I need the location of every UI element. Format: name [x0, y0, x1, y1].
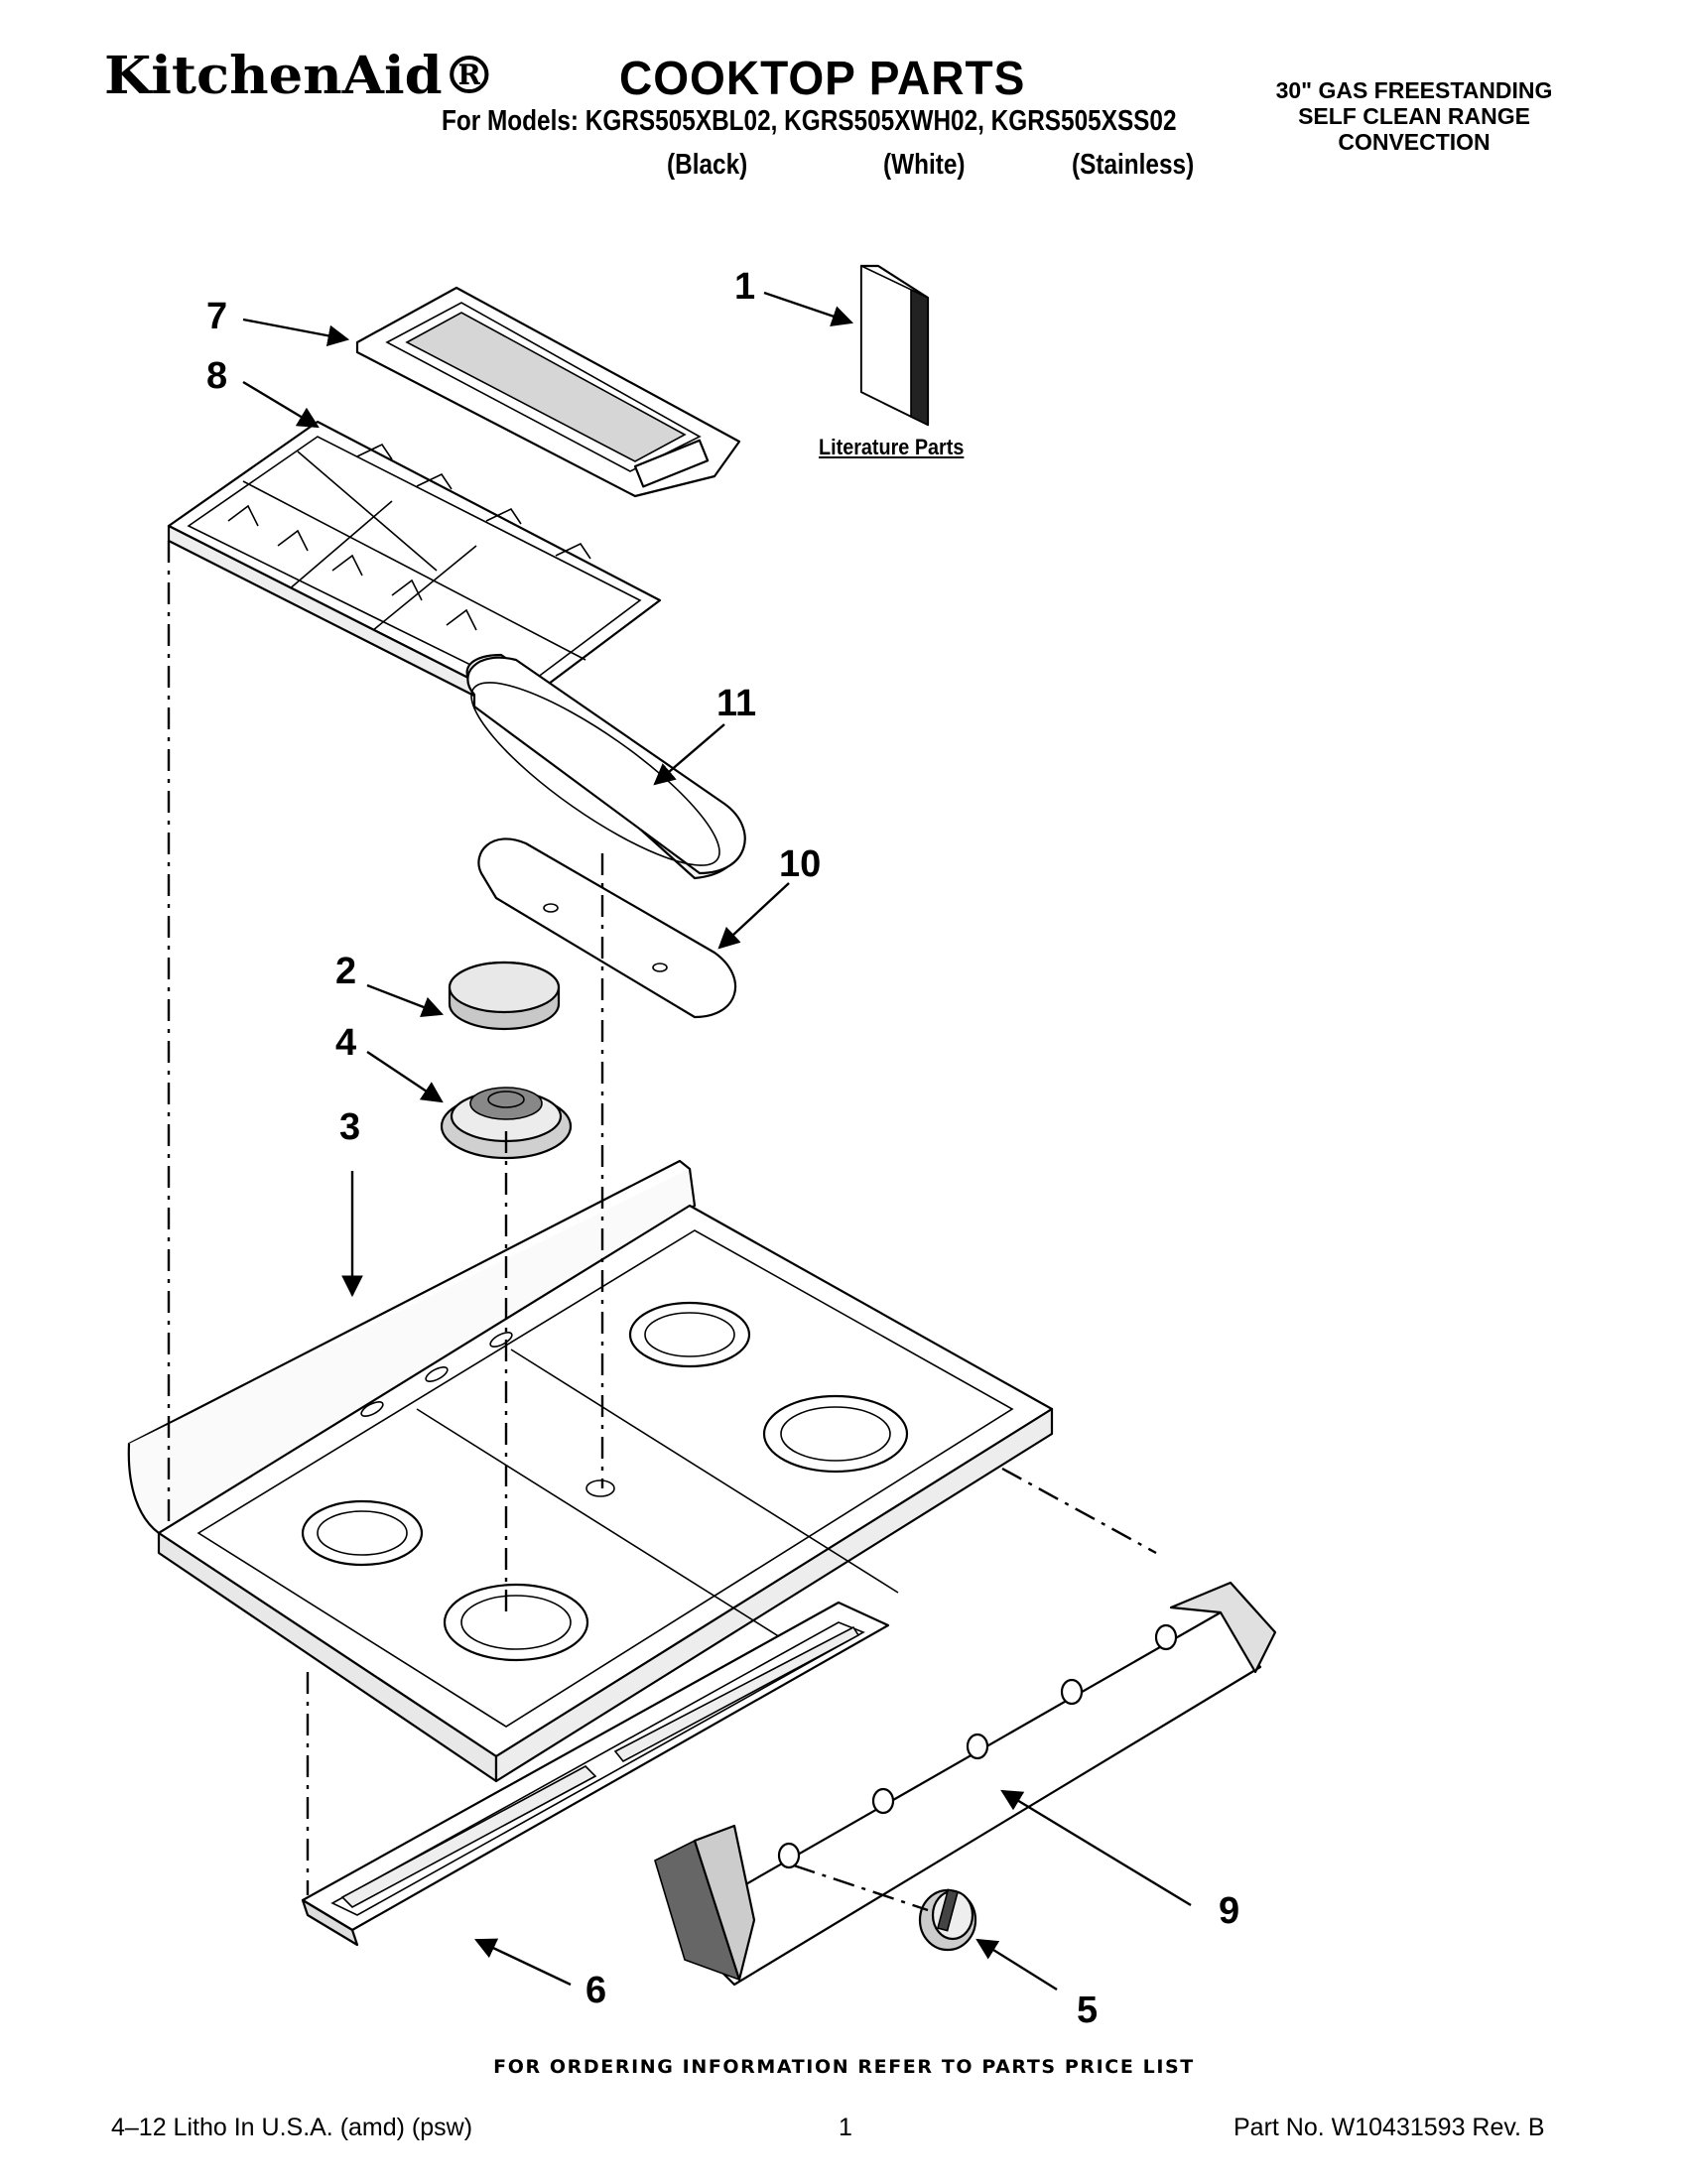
callout-6: 6 [585, 1970, 607, 2011]
griddle [355, 286, 741, 498]
leader-arrow [1000, 1789, 1192, 1907]
page-title: COOKTOP PARTS [619, 53, 1026, 105]
page-number: 1 [839, 2114, 852, 2141]
kitchenaid-logo: KitchenAid® [104, 50, 496, 106]
burner-base [440, 1087, 573, 1160]
cooktop-main-panel [127, 1159, 1054, 1783]
range-description: 30" GAS FREESTANDING SELF CLEAN RANGE CO… [1245, 77, 1583, 155]
callout-7: 7 [206, 296, 228, 337]
color-white: (White) [883, 149, 966, 181]
leader-arrow [763, 291, 854, 326]
brand-wordmark: KitchenAid® [104, 50, 496, 106]
literature-booklet [859, 264, 930, 427]
callout-1: 1 [734, 266, 756, 308]
color-black: (Black) [667, 149, 748, 181]
oval-burner-cover [465, 653, 746, 880]
callout-4: 4 [335, 1022, 357, 1064]
assembly-line [1001, 1467, 1157, 1555]
knob-holes [777, 1623, 1178, 1869]
literature-parts-label: Literature Parts [819, 435, 965, 459]
callout-11: 11 [716, 683, 757, 724]
leader-arrow [975, 1938, 1058, 1991]
range-description-line: CONVECTION [1338, 129, 1491, 155]
leader-arrow [366, 1051, 444, 1103]
range-description-line: SELF CLEAN RANGE [1298, 103, 1530, 129]
front-trim-strip [301, 1601, 890, 1947]
part-number: Part No. W10431593 Rev. B [1234, 2114, 1545, 2141]
callout-8: 8 [206, 355, 228, 397]
callout-9: 9 [1219, 1890, 1240, 1932]
leader-arrow [366, 983, 445, 1018]
control-panel [654, 1581, 1277, 1987]
callout-3: 3 [339, 1106, 361, 1148]
color-stainless: (Stainless) [1072, 149, 1195, 181]
leader-arrow [717, 882, 790, 950]
cooktop-grate [167, 420, 662, 721]
burner-cap [448, 961, 561, 1031]
ordering-info: FOR ORDERING INFORMATION REFER TO PARTS … [493, 2056, 1195, 2078]
leader-arrow [242, 318, 350, 346]
models-label: For Models: KGRS505XBL02, KGRS505XWH02, … [442, 105, 1177, 137]
leader-arrow [474, 1938, 572, 1987]
leader-arrow [653, 723, 725, 786]
litho-info: 4–12 Litho In U.S.A. (amd) (psw) [111, 2114, 473, 2141]
leader-arrow [242, 380, 320, 429]
callout-2: 2 [335, 951, 357, 992]
callout-10: 10 [779, 843, 822, 885]
range-description-line: 30" GAS FREESTANDING [1275, 77, 1553, 103]
callout-5: 5 [1077, 1990, 1099, 2031]
oval-burner-plate [477, 837, 737, 1019]
control-knob [918, 1888, 977, 1952]
